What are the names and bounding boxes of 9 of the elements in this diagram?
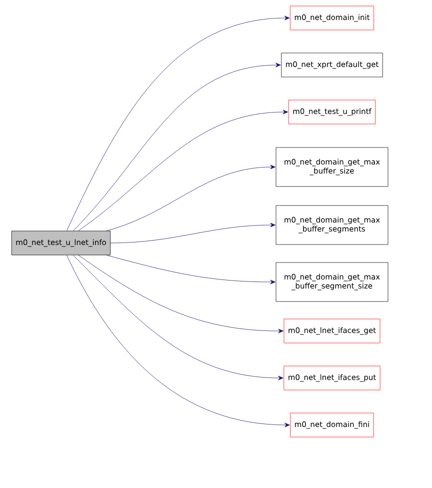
arrow <box>73 62 281 231</box>
arrow <box>66 16 290 231</box>
arrow <box>73 255 284 380</box>
arrow <box>66 255 290 428</box>
arrow <box>78 255 284 334</box>
arrow <box>78 110 288 231</box>
arrow <box>106 164 276 231</box>
arrow <box>106 255 276 284</box>
arrow <box>110 222 276 244</box>
